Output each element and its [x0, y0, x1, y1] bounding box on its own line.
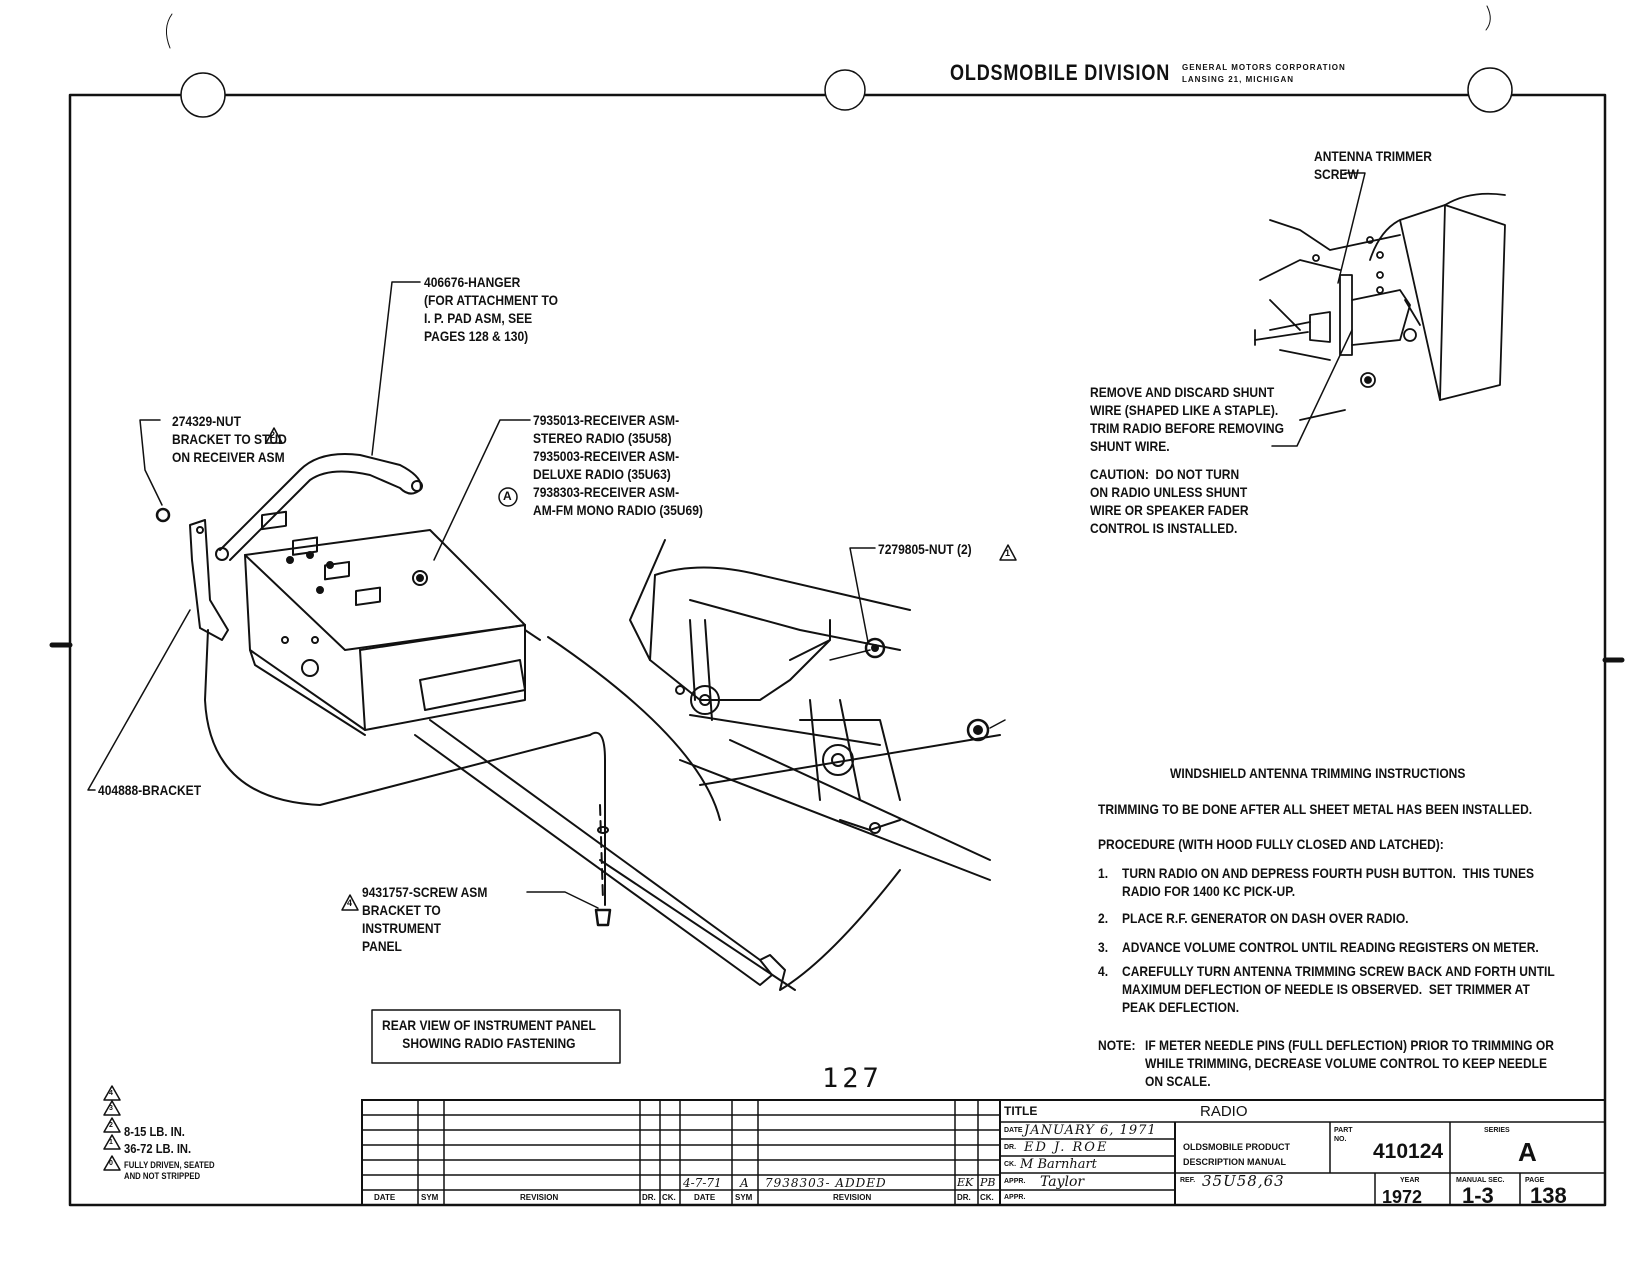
receiver-marker: A — [503, 489, 512, 503]
step-text: TURN RADIO ON AND DEPRESS FOURTH PUSH BU… — [1122, 865, 1535, 899]
rev-header-dr: DR. — [642, 1193, 656, 1202]
rev-header-dr2: DR. — [957, 1193, 971, 1202]
year-value: 1972 — [1382, 1187, 1423, 1207]
bracket-callout: 404888-BRACKET — [98, 782, 202, 798]
manual-sec-label: MANUAL SEC. — [1456, 1177, 1505, 1184]
mounting-detail-drawing — [629, 539, 1006, 881]
rev-entry-sym: A — [740, 1176, 749, 1190]
rear-view-caption: REAR VIEW OF INSTRUMENT PANEL SHOWING RA… — [382, 1017, 596, 1051]
location-line: LANSING 21, MICHIGAN — [1182, 75, 1295, 84]
step-number: 4. — [1098, 963, 1109, 979]
corporation-line: GENERAL MOTORS CORPORATION — [1182, 63, 1346, 72]
step-number: 2. — [1098, 910, 1109, 926]
nut-bracket-flag: 2 — [270, 430, 276, 440]
checker-name: M Barnhart — [1020, 1157, 1097, 1172]
marker-circle — [498, 487, 518, 507]
hanger-callout: 406676-HANGER (FOR ATTACHMENT TO I. P. P… — [424, 274, 558, 344]
part-number: 410124 — [1373, 1140, 1444, 1163]
step-text: ADVANCE VOLUME CONTROL UNTIL READING REG… — [1122, 939, 1539, 955]
nut-two-callout: 7279805-NUT (2) — [878, 541, 972, 557]
step-number: 1. — [1098, 865, 1109, 881]
nut-two-flag: 1 — [1005, 548, 1011, 558]
legend-flag: 4 — [109, 1090, 113, 1097]
leader-lines — [87, 172, 1366, 909]
legend-torque-0: FULLY DRIVEN, SEATED AND NOT STRIPPED — [124, 1160, 215, 1181]
screw-callout: 9431757-SCREW ASM BRACKET TO INSTRUMENT … — [362, 884, 488, 954]
rev-header-sym: SYM — [421, 1193, 439, 1202]
drawing-title: RADIO — [1200, 1103, 1248, 1120]
rev-header-date2: DATE — [694, 1193, 716, 1202]
checker-label: CK. — [1004, 1161, 1017, 1168]
instructions-title: WINDSHIELD ANTENNA TRIMMING INSTRUCTIONS — [1170, 765, 1466, 781]
radio-receiver-drawing — [155, 453, 901, 991]
instructions-procedure: PROCEDURE (WITH HOOD FULLY CLOSED AND LA… — [1098, 836, 1444, 852]
rev-header-revision2: REVISION — [833, 1193, 872, 1202]
approver-name: Taylor — [1040, 1174, 1085, 1190]
legend-triangles — [103, 1085, 121, 1171]
caution-note: CAUTION: DO NOT TURN ON RADIO UNLESS SHU… — [1090, 466, 1249, 536]
instructions-intro: TRIMMING TO BE DONE AFTER ALL SHEET META… — [1098, 801, 1533, 817]
rear-view-box — [371, 1009, 621, 1064]
part-label: PART NO. — [1334, 1127, 1353, 1143]
rev-header-date: DATE — [374, 1193, 396, 1202]
rev-entry-dr: EK — [957, 1176, 974, 1189]
page-label: PAGE — [1525, 1177, 1545, 1184]
nut-bracket-callout: 274329-NUT BRACKET TO STUD ON RECEIVER A… — [172, 413, 287, 465]
rev-entry-revision: 7938303- ADDED — [765, 1176, 887, 1190]
page-number: 138 — [1530, 1183, 1567, 1208]
flag-triangles — [265, 427, 1017, 911]
rev-header-revision: REVISION — [520, 1193, 559, 1202]
rev-header-ck2: CK. — [980, 1193, 994, 1202]
series-label: SERIES — [1484, 1127, 1510, 1134]
receiver-callout: 7935013-RECEIVER ASM- STEREO RADIO (35U5… — [533, 412, 703, 518]
ref-label: REF. — [1180, 1177, 1196, 1184]
legend-flag: 3 — [109, 1105, 113, 1112]
page-stamp: 127 — [822, 1063, 883, 1094]
rev-entry-ck: PB — [980, 1176, 996, 1189]
manual-line-1: OLDSMOBILE PRODUCT — [1183, 1142, 1290, 1152]
note-text: IF METER NEEDLE PINS (FULL DEFLECTION) P… — [1145, 1037, 1554, 1089]
legend-torque-2: 8-15 LB. IN. — [124, 1124, 185, 1139]
rev-header-sym2: SYM — [735, 1193, 753, 1202]
step-text: CAREFULLY TURN ANTENNA TRIMMING SCREW BA… — [1122, 963, 1555, 1015]
drawing-date: JANUARY 6, 1971 — [1024, 1123, 1157, 1138]
punch-holes — [180, 67, 1513, 118]
screw-flag: 4 — [347, 898, 353, 908]
approver2-label: APPR. — [1004, 1194, 1026, 1201]
step-number: 3. — [1098, 939, 1109, 955]
rev-header-ck: CK. — [662, 1193, 676, 1202]
drafter-name: ED J. ROE — [1024, 1140, 1109, 1155]
note-label: NOTE: — [1098, 1037, 1136, 1053]
ref-value: 35U58,63 — [1202, 1172, 1285, 1190]
shunt-wire-callout: REMOVE AND DISCARD SHUNT WIRE (SHAPED LI… — [1090, 384, 1284, 454]
legend-flag: 0 — [109, 1160, 113, 1167]
drafter-label: DR. — [1004, 1144, 1017, 1151]
antenna-trimmer-drawing — [1254, 192, 1506, 421]
approver-label: APPR. — [1004, 1178, 1026, 1185]
division-title: OLDSMOBILE DIVISION — [950, 60, 1171, 85]
step-text: PLACE R.F. GENERATOR ON DASH OVER RADIO. — [1122, 910, 1409, 926]
manual-line-2: DESCRIPTION MANUAL — [1183, 1157, 1286, 1167]
rev-entry-date: 4-7-71 — [683, 1176, 722, 1190]
legend-flag: 1 — [109, 1139, 113, 1146]
year-label: YEAR — [1400, 1177, 1420, 1184]
date-label: DATE — [1004, 1127, 1023, 1134]
legend-torque-1: 36-72 LB. IN. — [124, 1141, 192, 1156]
title-label: TITLE — [1004, 1104, 1038, 1118]
manual-sec-value: 1-3 — [1462, 1183, 1494, 1208]
series-value: A — [1518, 1137, 1537, 1167]
legend-flag: 2 — [109, 1122, 113, 1129]
antenna-trimmer-callout: ANTENNA TRIMMER SCREW — [1314, 148, 1432, 182]
